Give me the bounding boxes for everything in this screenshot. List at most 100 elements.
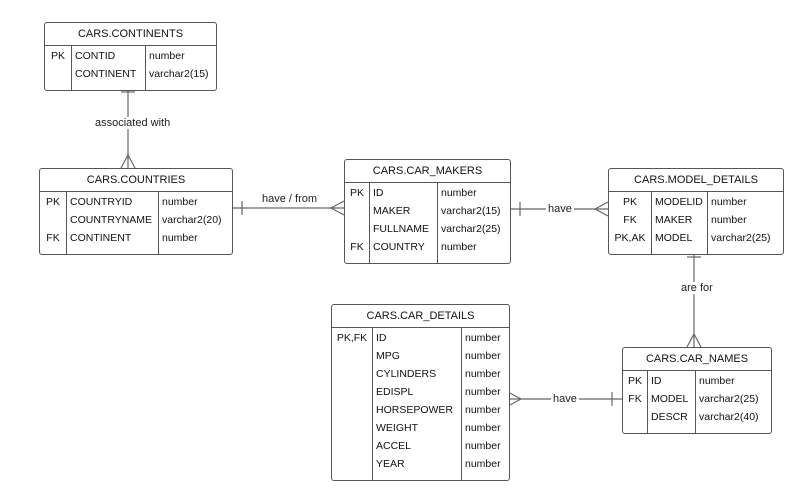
column-divider (71, 46, 72, 90)
rel-label-have: have (551, 393, 579, 405)
attribute-row: COUNTRYNAME varchar2(20) (40, 214, 232, 232)
entity-title: CARS.CONTINENTS (45, 23, 216, 46)
rel-models-names-many-marker (693, 333, 702, 348)
attribute-name: WEIGHT (376, 422, 418, 434)
column-divider (437, 183, 438, 263)
entity-title: CARS.CAR_DETAILS (332, 305, 509, 328)
key-marker: FK (46, 232, 60, 244)
attribute-type: number (149, 50, 185, 62)
column-divider (369, 183, 370, 263)
attribute-type: number (162, 196, 198, 208)
attribute-row: FK MODEL varchar2(25) (623, 393, 771, 411)
rel-label-are-for: are for (679, 282, 715, 294)
key-marker: PK (622, 196, 637, 208)
attribute-name: MODEL (651, 393, 689, 405)
attribute-name: COUNTRY (373, 241, 425, 253)
rel-continents-countries-many-marker (127, 154, 136, 169)
attribute-name: HORSEPOWER (376, 404, 454, 416)
rel-label-have-from: have / from (260, 193, 320, 205)
rel-makers-models-many-marker (594, 201, 609, 210)
attribute-row: FK CONTINENT number (40, 232, 232, 250)
entity-title: CARS.MODEL_DETAILS (609, 169, 783, 192)
attribute-type: number (711, 214, 747, 226)
rel-label-associated-with: associated with (93, 117, 173, 129)
rel-countries-makers-many-marker (330, 207, 345, 216)
attribute-type: varchar2(25) (441, 223, 501, 235)
attribute-type: varchar2(25) (699, 393, 759, 405)
column-divider (651, 192, 652, 254)
column-divider (461, 328, 462, 480)
attribute-name: MODEL (655, 232, 693, 244)
key-marker: PK,AK (614, 232, 646, 244)
attribute-type: number (465, 404, 501, 416)
attribute-type: number (441, 187, 477, 199)
key-marker: PK (50, 50, 65, 62)
attribute-row: FK COUNTRY number (345, 241, 510, 259)
attribute-type: number (465, 422, 501, 434)
attribute-name: MAKER (655, 214, 693, 226)
rel-countries-makers-many-marker (330, 200, 345, 209)
attribute-name: CONTINENT (70, 232, 132, 244)
attribute-type: number (465, 386, 501, 398)
attribute-name: EDISPL (376, 386, 414, 398)
attribute-row: PK CONTID number (45, 50, 216, 68)
entity-title: CARS.CAR_NAMES (623, 348, 771, 371)
attribute-name: COUNTRYNAME (70, 214, 153, 226)
attribute-type: number (162, 232, 198, 244)
attribute-name: DESCR (651, 411, 688, 423)
column-divider (66, 192, 67, 254)
attribute-row: FK MAKER number (609, 214, 783, 232)
column-divider (647, 371, 648, 433)
attribute-type: varchar2(20) (162, 214, 222, 226)
attribute-name: YEAR (376, 458, 405, 470)
attribute-name: ACCEL (376, 440, 412, 452)
rel-makers-models-many-marker (594, 208, 609, 217)
attribute-row: WEIGHT number (332, 422, 509, 440)
attribute-name: CONTID (75, 50, 116, 62)
key-marker: FK (623, 214, 637, 226)
attribute-type: number (465, 440, 501, 452)
attribute-type: number (699, 375, 735, 387)
attribute-name: ID (376, 332, 387, 344)
column-divider (707, 192, 708, 254)
column-divider (695, 371, 696, 433)
key-marker: PK,FK (336, 332, 368, 344)
rel-label-have: have (546, 203, 574, 215)
attribute-row: ACCEL number (332, 440, 509, 458)
rel-continents-countries-many-marker (120, 154, 129, 169)
attribute-row: EDISPL number (332, 386, 509, 404)
entity-title: CARS.CAR_MAKERS (345, 160, 510, 183)
attribute-name: ID (373, 187, 384, 199)
attribute-name: MAKER (373, 205, 411, 217)
attribute-type: varchar2(15) (441, 205, 501, 217)
key-marker: FK (628, 393, 642, 405)
attribute-type: number (441, 241, 477, 253)
column-divider (145, 46, 146, 90)
key-marker: FK (350, 241, 364, 253)
attribute-name: CONTINENT (75, 68, 137, 80)
